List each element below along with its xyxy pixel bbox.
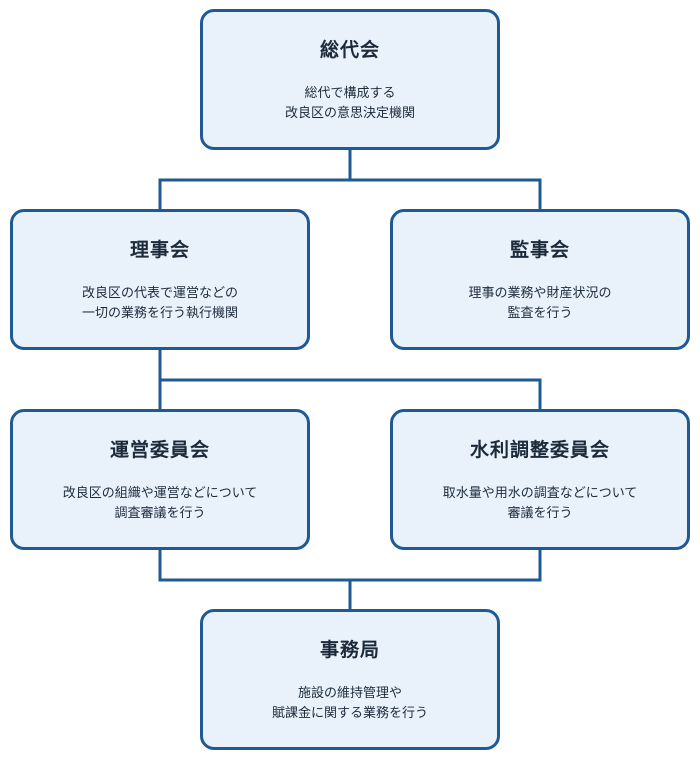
audit-description: 理事の業務や財産状況の 監査を行う — [393, 284, 687, 324]
water-committee-title: 水利調整委員会 — [469, 439, 610, 461]
secretariat-desc-line1: 施設の維持管理や — [297, 686, 402, 701]
water-committee-description: 取水量や用水の調査などについて 審議を行う — [393, 484, 687, 524]
secretariat-description: 施設の維持管理や 賦課金に関する業務を行う — [203, 684, 497, 724]
secretariat-box: 事務局 施設の維持管理や 賦課金に関する業務を行う — [200, 609, 500, 750]
secretariat-title: 事務局 — [319, 639, 380, 661]
operations-committee-description: 改良区の組織や運営などについて 調査審議を行う — [13, 484, 307, 524]
operations-committee-desc-line2: 調査審議を行う — [114, 506, 206, 521]
operations-committee-box: 運営委員会 改良区の組織や運営などについて 調査審議を行う — [10, 409, 310, 550]
general-assembly-desc-line2: 改良区の意思決定機関 — [284, 106, 415, 121]
board-box: 理事会 改良区の代表で運営などの 一切の業務を行う執行機関 — [10, 209, 310, 350]
water-committee-box: 水利調整委員会 取水量や用水の調査などについて 審議を行う — [390, 409, 690, 550]
audit-desc-line1: 理事の業務や財産状況の — [468, 286, 612, 301]
audit-desc-line2: 監査を行う — [507, 306, 573, 321]
board-desc-line2: 一切の業務を行う執行機関 — [81, 306, 238, 321]
general-assembly-box: 総代会 総代で構成する 改良区の意思決定機関 — [200, 9, 500, 150]
secretariat-desc-line2: 賦課金に関する業務を行う — [271, 706, 428, 721]
general-assembly-desc-line1: 総代で構成する — [304, 86, 396, 101]
water-committee-desc-line2: 審議を行う — [507, 506, 573, 521]
audit-box: 監事会 理事の業務や財産状況の 監査を行う — [390, 209, 690, 350]
water-committee-desc-line1: 取水量や用水の調査などについて — [442, 486, 638, 501]
operations-committee-title: 運営委員会 — [109, 439, 210, 461]
board-description: 改良区の代表で運営などの 一切の業務を行う執行機関 — [13, 284, 307, 324]
audit-title: 監事会 — [509, 239, 570, 261]
board-title: 理事会 — [129, 239, 190, 261]
general-assembly-title: 総代会 — [319, 39, 380, 61]
board-desc-line1: 改良区の代表で運営などの — [81, 286, 238, 301]
operations-committee-desc-line1: 改良区の組織や運営などについて — [62, 486, 258, 501]
general-assembly-description: 総代で構成する 改良区の意思決定機関 — [203, 84, 497, 124]
